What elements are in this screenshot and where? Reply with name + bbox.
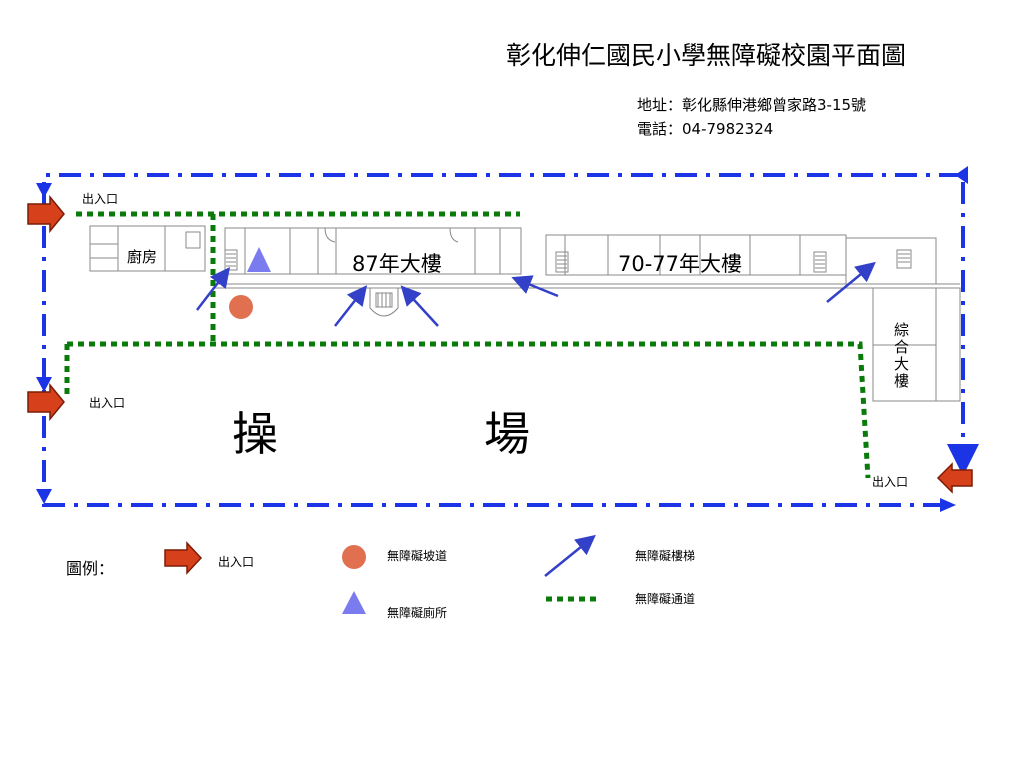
legend-toilet-label: 無障礙廁所: [387, 606, 448, 620]
entrance-label-mid-left: 出入口: [89, 396, 126, 410]
stairs-arrow-5: [826, 261, 876, 303]
legend-stairs-icon: [544, 534, 596, 577]
legend-ramp-icon: [342, 545, 366, 569]
legend-path-label: 無障礙通道: [635, 592, 696, 606]
stairs-arrow-4: [511, 275, 559, 298]
building-87-label: 87年大樓: [352, 252, 442, 276]
ramp-circle-icon: [229, 295, 253, 319]
legend-title: 圖例：: [66, 559, 115, 578]
composite-building-label: 綜合大樓: [894, 321, 910, 390]
entrance-label-top-left: 出入口: [82, 192, 119, 206]
phone-line: 電話：04-7982324: [637, 120, 774, 138]
stairs-arrow-3: [400, 285, 439, 327]
boundary-route: [42, 173, 979, 507]
entrance-arrow-icon: [936, 462, 973, 494]
legend-ramp-label: 無障礙坡道: [387, 549, 448, 563]
legend-stairs-label: 無障礙樓梯: [635, 549, 696, 563]
entrance-arrows: [27, 194, 973, 575]
entrance-label-bottom-right: 出入口: [872, 475, 909, 489]
stairs-arrow-2: [334, 285, 368, 327]
playground-label-2: 場: [484, 407, 530, 461]
building-70-77-label: 70-77年大樓: [618, 252, 743, 276]
playground-label-1: 操: [232, 407, 278, 461]
entrance-arrow-icon: [27, 194, 65, 234]
address-line: 地址：彰化縣伸港鄉曾家路3-15號: [637, 96, 867, 114]
kitchen-building: [89, 225, 206, 272]
boundary-arrowheads: [36, 166, 971, 512]
stairs-arrows: [196, 261, 876, 577]
entrance-arrow-icon: [27, 382, 65, 422]
accessible-path: [64, 211, 871, 479]
legend-entrance-icon: [164, 541, 203, 575]
toilet-triangle-icon: [247, 247, 271, 272]
kitchen-label: 廚房: [127, 248, 158, 266]
legend-toilet-icon: [342, 591, 366, 614]
buildings: [89, 225, 961, 402]
stairs-arrow-1: [196, 267, 231, 311]
address-block: 地址：彰化縣伸港鄉曾家路3-15號 電話：04-7982324: [637, 93, 866, 141]
map-title: 彰化伸仁國民小學無障礙校園平面圖: [506, 41, 907, 70]
legend-entrance-label: 出入口: [218, 555, 255, 569]
